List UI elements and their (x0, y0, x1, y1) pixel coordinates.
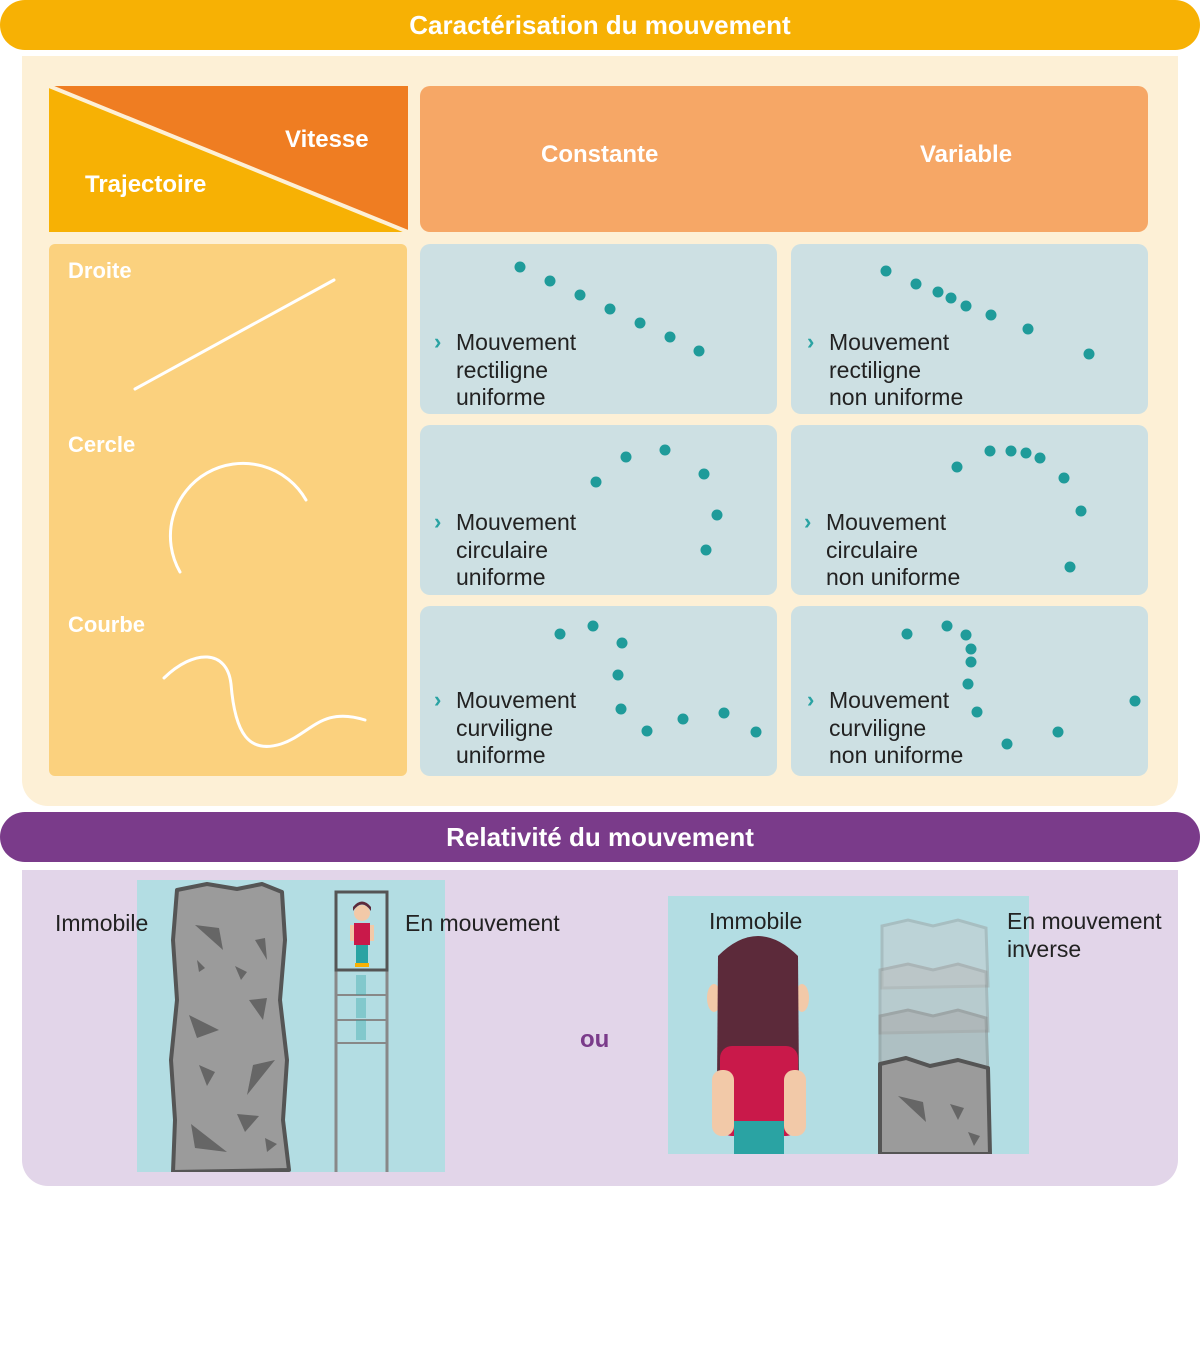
cell-text-curv-uni: Mouvement curviligne uniforme (456, 687, 576, 770)
person-large-illustration (707, 936, 809, 1154)
row-label-courbe: Courbe (68, 612, 145, 637)
chevron-right-icon: › (804, 509, 812, 534)
cell-rectiligne-non-uniforme (791, 244, 1148, 414)
cell-text-line: non uniforme (829, 742, 964, 768)
label-en-mouvement-inverse: En mouvement inverse (1007, 907, 1162, 963)
cell-text-line: uniforme (456, 742, 546, 768)
cell-text-line: Mouvement (829, 687, 950, 713)
row-label-cercle: Cercle (68, 432, 136, 457)
chevron-right-icon: › (807, 329, 815, 354)
cell-text-line: uniforme (456, 384, 546, 410)
person-small-illustration (350, 901, 374, 967)
scene-climber-moving (137, 880, 445, 1172)
cell-curviligne-uniforme (420, 606, 777, 776)
cell-text-line: circulaire (826, 536, 919, 563)
cell-text-line: non uniforme (826, 564, 961, 590)
chevron-right-icon: › (434, 687, 442, 712)
cell-rectiligne-uniforme (420, 244, 777, 414)
trajectory-column (49, 244, 407, 776)
row-label-droite: Droite (68, 258, 132, 283)
chevron-right-icon: › (434, 509, 442, 534)
separator-ou: ou (580, 1026, 610, 1053)
chevron-right-icon: › (807, 687, 815, 712)
cell-text-line: Mouvement (456, 687, 577, 713)
curve-icon (162, 655, 367, 748)
label-line: En mouvement (1007, 908, 1162, 934)
speed-header (420, 86, 1148, 232)
cell-text-line: Mouvement (826, 509, 947, 535)
ladder-illustration (334, 890, 389, 1172)
rock-motion-ghosts (878, 918, 990, 1080)
cell-text-curv-var: Mouvement curviligne non uniforme (829, 687, 963, 770)
header-vitesse: Vitesse (285, 126, 369, 153)
header-constante: Constante (541, 141, 659, 168)
cell-text-line: Mouvement (456, 509, 577, 535)
corner-header (49, 86, 408, 232)
label-immobile-right: Immobile (709, 908, 803, 934)
section-title-relativite: Relativité du mouvement (0, 812, 1200, 862)
label-line: inverse (1007, 936, 1082, 962)
cell-text-circ-var: Mouvement circulaire non uniforme (826, 509, 960, 592)
cell-text-circ-uni: Mouvement circulaire uniforme (456, 509, 576, 592)
scene-rock-moving (668, 896, 1029, 1154)
rock-block-illustration (878, 1056, 992, 1154)
cell-text-line: curviligne (456, 714, 554, 741)
cell-text-line: rectiligne (829, 356, 922, 383)
cell-text-line: Mouvement (456, 329, 577, 355)
cell-text-line: non uniforme (829, 384, 964, 410)
header-variable: Variable (920, 141, 1013, 168)
cell-circulaire-non-uniforme (791, 425, 1148, 595)
cell-text-line: circulaire (456, 536, 549, 563)
straight-line-icon (133, 278, 336, 391)
section-title-caracterisation: Caractérisation du mouvement (0, 0, 1200, 50)
rock-column-illustration (169, 882, 291, 1172)
cell-text-line: Mouvement (829, 329, 950, 355)
cell-text-line: curviligne (829, 714, 927, 741)
cell-text-rect-uni: Mouvement rectiligne uniforme (456, 329, 576, 412)
circle-arc-icon (169, 461, 308, 574)
cell-text-line: rectiligne (456, 356, 549, 383)
trajectory-shapes (133, 278, 367, 748)
chevron-right-icon: › (434, 329, 442, 354)
label-immobile-left: Immobile (55, 910, 149, 936)
cell-text-line: uniforme (456, 564, 546, 590)
corner-diagonal (49, 86, 408, 232)
header-trajectoire: Trajectoire (85, 171, 207, 198)
label-en-mouvement-left: En mouvement (405, 910, 560, 936)
cell-text-rect-var: Mouvement rectiligne non uniforme (829, 329, 963, 412)
